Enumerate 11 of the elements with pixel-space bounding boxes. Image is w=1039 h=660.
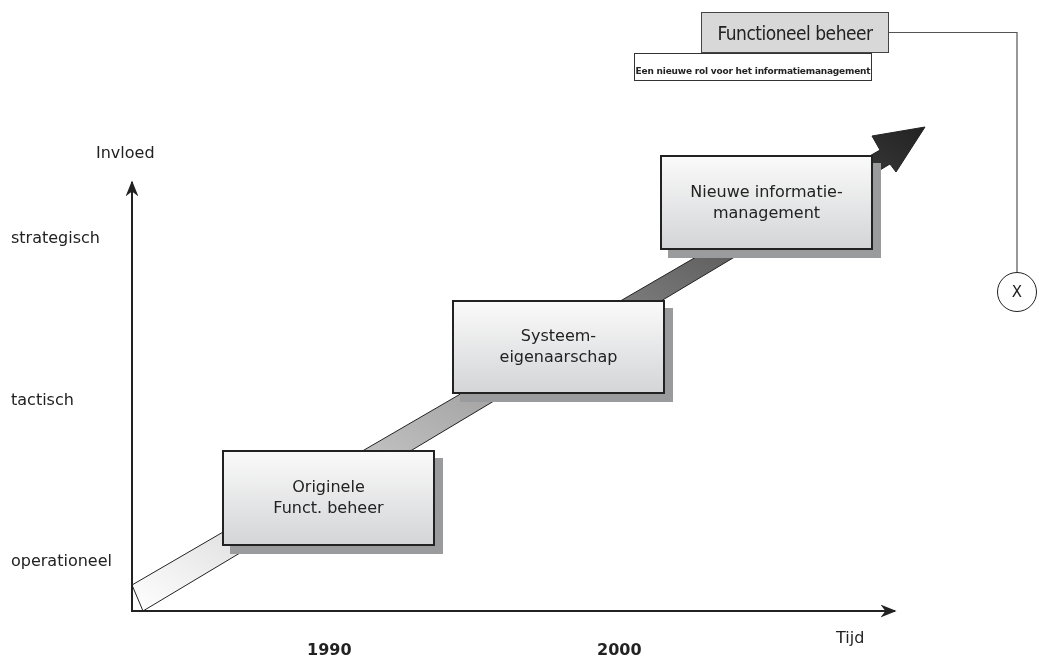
title-box: Functioneel beheer	[701, 12, 889, 53]
year-label: 1990	[307, 640, 352, 659]
year-label: 2000	[597, 640, 642, 659]
circle-marker: X	[997, 272, 1037, 312]
axis-level-label: strategisch	[11, 228, 100, 247]
axis-title: Invloed	[96, 143, 155, 162]
subtitle-box: Een nieuwe rol voor het informatiemanagement	[634, 53, 872, 81]
axis-level-label: tactisch	[11, 390, 74, 409]
connector-line	[888, 31, 1018, 273]
axis-title: Tijd	[836, 628, 865, 647]
axis-level-label: operationeel	[11, 551, 112, 570]
